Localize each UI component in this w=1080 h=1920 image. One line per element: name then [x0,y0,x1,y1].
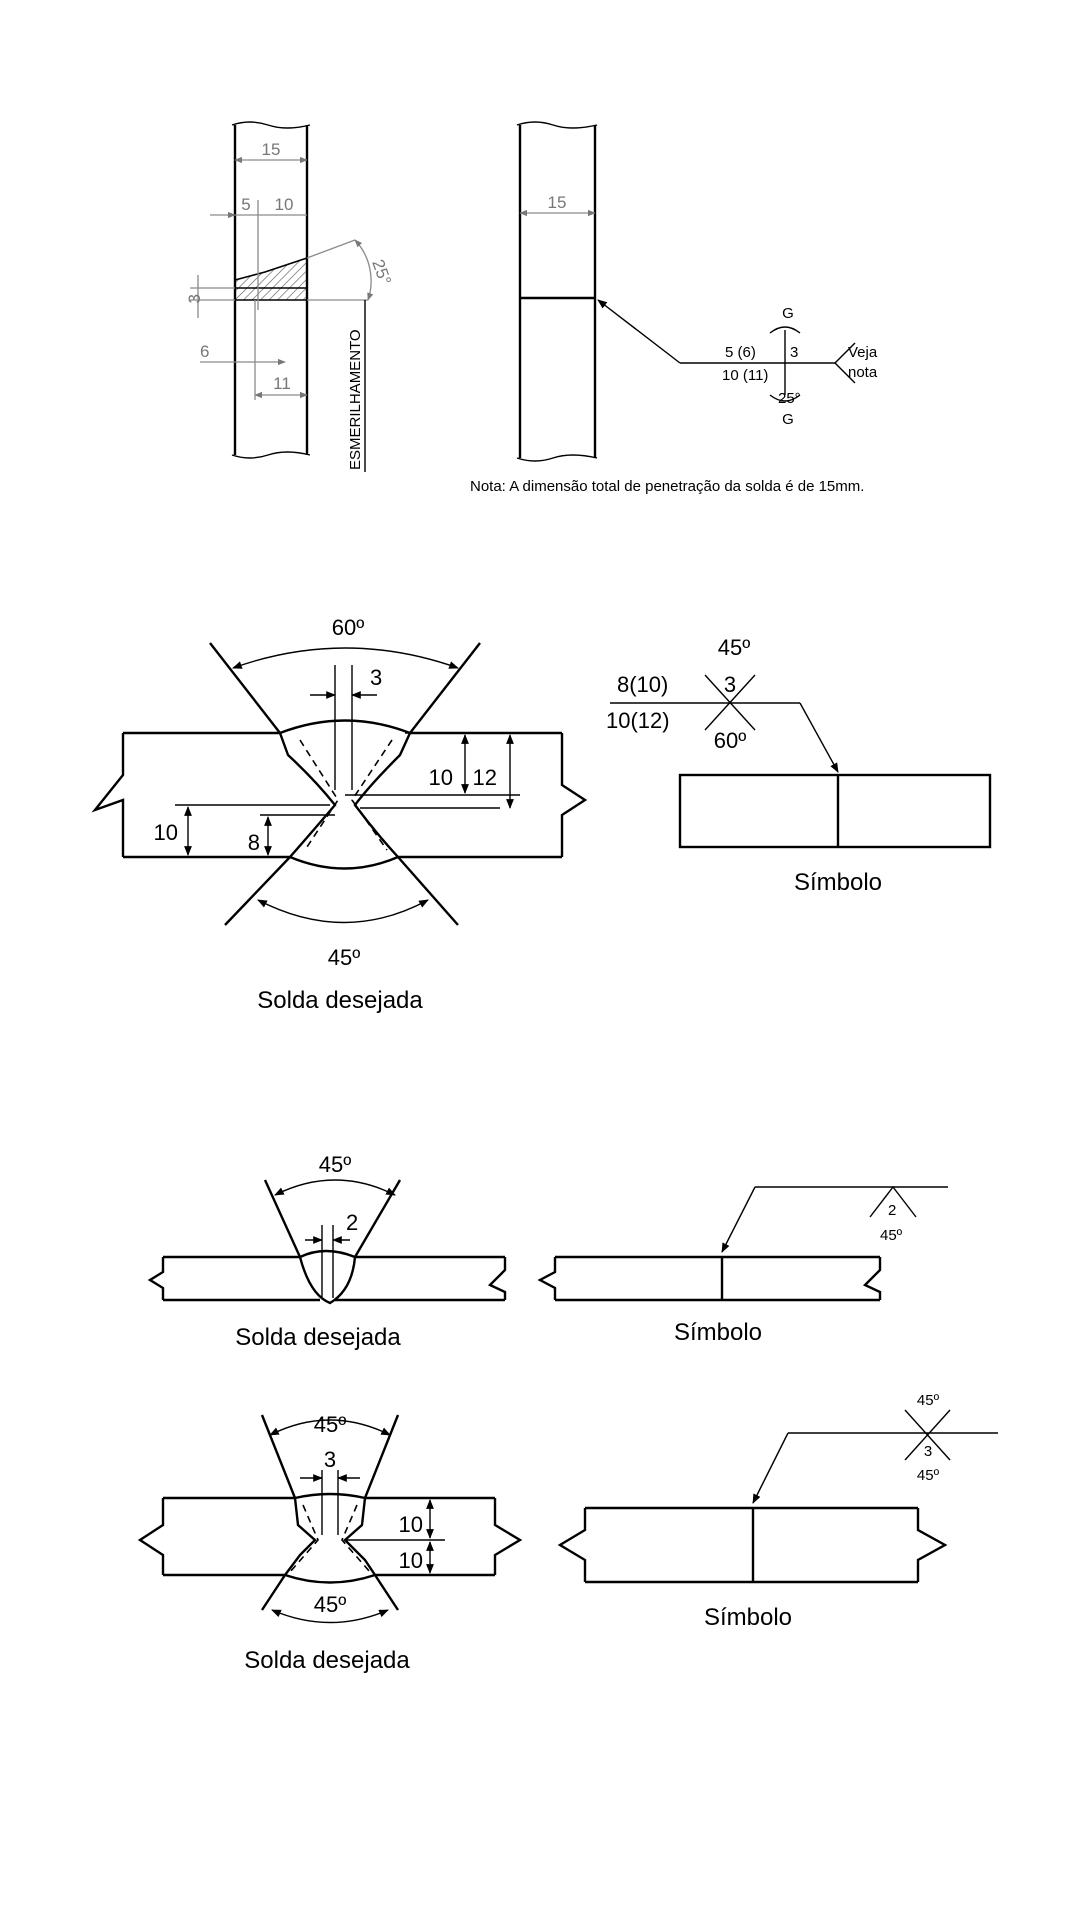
fig1-right-section: 15 G G 5 (6) 10 (11) 3 25° Veja nota [516,121,878,462]
dim-6: 6 [200,342,209,361]
fig3-angle: 45º [319,1152,352,1177]
sym-upper: 5 (6) [725,344,756,361]
fig2-sym-angle-top: 45º [718,635,751,660]
fig4-sym-angle-bottom: 45º [917,1467,940,1484]
dim-5: 5 [241,195,250,214]
fig2-depth-10-left: 10 [154,820,178,845]
fig2-angle-top: 60º [332,615,365,640]
fig4-symbol: 45º 3 45º Símbolo [557,1392,998,1631]
fig1-note: Nota: A dimensão total de penetração da … [470,478,864,495]
fig2-weld: 3 60º 45º 10 12 10 8 Solda desejada [91,615,588,1014]
fig2-depth-12: 12 [473,765,497,790]
dim-11: 11 [273,374,291,393]
fig4-caption-weld: Solda desejada [244,1647,410,1674]
fig2-caption-weld: Solda desejada [257,987,423,1014]
tail-2: nota [848,364,878,381]
fig2-gap: 3 [370,665,382,690]
dim-width: 15 [262,140,281,159]
fig2-sym-upper: 8(10) [617,672,668,697]
fig2-sym-root: 3 [724,672,736,697]
fig4-angle-bottom: 45º [314,1592,347,1617]
fig2-sym-lower: 10(12) [606,708,670,733]
fig3-sym-root: 2 [888,1202,896,1219]
fig4-weld: 3 45º 45º 10 10 Solda desejada [137,1412,523,1674]
sym-root: 3 [790,344,798,361]
tail-1: Veja [848,344,878,361]
fig3-symbol: 2 45º Símbolo [537,1185,948,1346]
fig4-depth-b: 10 [399,1548,423,1573]
sym-angle: 25° [778,390,801,407]
fig3-weld: 2 45º Solda desejada [147,1152,507,1351]
grind-label: ESMERILHAMENTO [347,329,364,470]
fig4-sym-root: 3 [924,1443,932,1460]
fig4-angle-top: 45º [314,1412,347,1437]
fig3-gap: 2 [346,1210,358,1235]
sym-g-top: G [782,305,794,322]
fig3-caption-symbol: Símbolo [674,1319,762,1346]
fig4-sym-angle-top: 45º [917,1392,940,1409]
sym-g-bottom: G [782,411,794,428]
fig2-sym-angle-bottom: 60º [714,728,747,753]
fig4-gap: 3 [324,1447,336,1472]
fig2-caption-symbol: Símbolo [794,869,882,896]
sym-lower: 10 (11) [722,367,768,384]
dim-3: 3 [185,294,204,303]
fig2-angle-bottom: 45º [328,945,361,970]
fig2-depth-10-right: 10 [429,765,453,790]
fig3-sym-angle: 45º [880,1227,903,1244]
dim-10: 10 [275,195,294,214]
fig3-caption-weld: Solda desejada [235,1324,401,1351]
weld-hatch [234,256,308,301]
dim-25: 25° [368,257,395,288]
fig2-depth-8: 8 [248,830,260,855]
fig1-left-section: 15 5 10 3 25° 6 11 ESMERILHAMENTO [185,121,395,472]
fig2-symbol: 45º 3 8(10) 10(12) 60º Símbolo [606,635,992,896]
dim-width-right: 15 [548,193,567,212]
fig4-caption-symbol: Símbolo [704,1604,792,1631]
fig4-depth-a: 10 [399,1512,423,1537]
